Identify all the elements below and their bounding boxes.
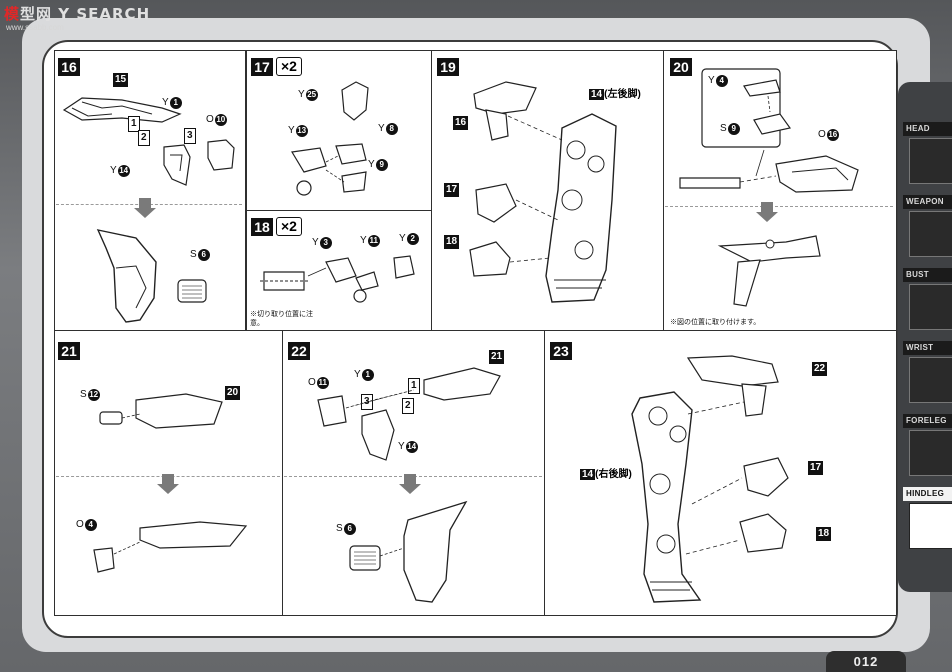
step-18-number: 18: [251, 218, 273, 236]
sidebar-tab-hindleg[interactable]: HINDLEG: [903, 487, 952, 551]
wrist-icon: [909, 357, 952, 403]
step-21-parts-drawing: [96, 392, 226, 432]
watermark-logo: 模型网 Y SEARCH: [4, 3, 150, 24]
step-18-note: ※切り取り位置に注意。: [250, 310, 322, 328]
step-18-multiplier: ×2: [276, 217, 302, 236]
step-20-result-drawing: [716, 226, 826, 310]
bust-icon: [909, 284, 952, 330]
sidebar-tab-label: HEAD: [903, 122, 952, 136]
step-19-number: 19: [437, 58, 459, 76]
step-23-assembly-drawing: [622, 354, 812, 606]
step-17-body-part-drawing: [286, 142, 370, 198]
sidebar-tab-label: BUST: [903, 268, 952, 282]
sidebar-tab-head[interactable]: HEAD: [903, 122, 952, 186]
foreleg-icon: [909, 430, 952, 476]
hindleg-icon: [909, 503, 952, 549]
step-16-number: 16: [58, 58, 80, 76]
sidebar-tab-wrist[interactable]: WRIST: [903, 341, 952, 405]
watermark-suffix: Y SEARCH: [58, 5, 150, 23]
head-icon: [909, 138, 952, 184]
step-22-number: 22: [288, 342, 310, 360]
step-16-assembled-drawing: [96, 228, 166, 324]
step-20-note: ※図の位置に取り付けます。: [670, 318, 820, 327]
watermark-url: www.ssabb.com: [6, 23, 64, 32]
step-19-assembly-drawing: [466, 80, 646, 310]
step-16-grille-part-drawing: [176, 278, 208, 304]
step-20-divider: [665, 206, 893, 207]
step-16-side-part-drawing: [160, 143, 192, 189]
step-23-tag-18: 18: [816, 527, 831, 541]
step-19-tag-18: 18: [444, 235, 459, 249]
step-20-number: 20: [670, 58, 692, 76]
watermark-brand: 型网: [20, 5, 52, 23]
sidebar-tab-label: WEAPON: [903, 195, 952, 209]
step-17-number: 17: [251, 58, 273, 76]
sidebar-tab-label: FORELEG: [903, 414, 952, 428]
step-19-tag-17: 17: [444, 183, 459, 197]
sidebar-tab-bust[interactable]: BUST: [903, 268, 952, 332]
sidebar-tab-label: WRIST: [903, 341, 952, 355]
step-16-cover-part-drawing: [206, 138, 236, 172]
step-23-tag-22: 22: [812, 362, 827, 376]
step-16-sub-2: 2: [138, 130, 150, 146]
step-16-sub-3: 3: [184, 128, 196, 144]
step-17-multiplier: ×2: [276, 57, 302, 76]
step-20-assembly-drawing: [676, 150, 866, 198]
step-17-top-part-drawing: [338, 80, 372, 122]
step-21-result-drawing: [90, 520, 250, 580]
sidebar-tab-foreleg[interactable]: FORELEG: [903, 414, 952, 478]
step-18-parts-drawing: [260, 254, 420, 308]
step-16-tag-15: 15: [113, 73, 128, 87]
page-number: 012: [826, 651, 906, 672]
section-sidebar: HEAD WEAPON BUST WRIST FORELEG HINDLEG: [898, 82, 952, 592]
step-20-small-parts-drawing: [740, 78, 802, 142]
sidebar-tab-label: HINDLEG: [903, 487, 952, 501]
weapon-icon: [909, 211, 952, 257]
step-21-number: 21: [58, 342, 80, 360]
sidebar-tab-weapon[interactable]: WEAPON: [903, 195, 952, 259]
step-21-tag-20: 20: [225, 386, 240, 400]
watermark-red: 模: [4, 5, 20, 23]
step-23-number: 23: [550, 342, 572, 360]
step-22-result-drawing: [346, 500, 476, 606]
